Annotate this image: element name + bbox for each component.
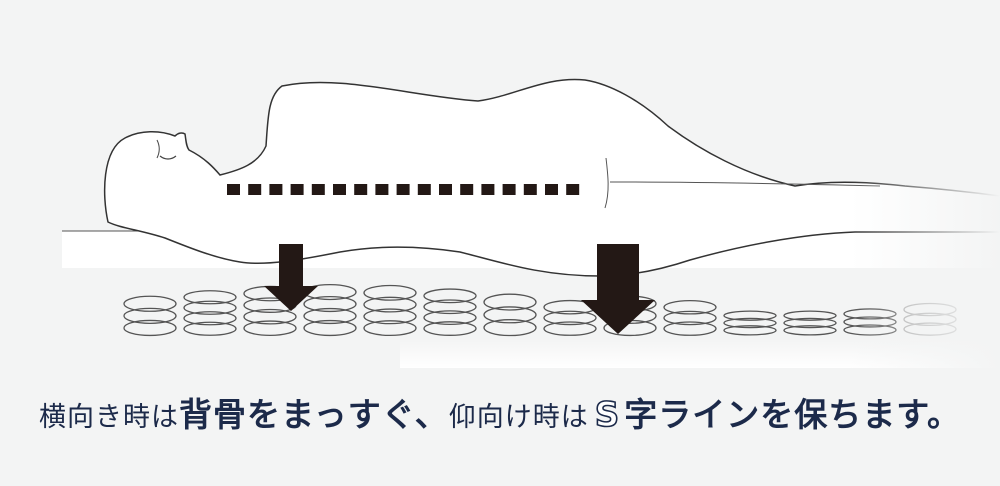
- spine-dash: [269, 184, 283, 195]
- spine-dash: [417, 184, 431, 195]
- coil-spring: [483, 293, 537, 337]
- caption-side-sleeping: 横向き時は: [39, 402, 180, 433]
- spine-dash: [354, 184, 368, 195]
- spine-dash: [545, 184, 558, 195]
- spine-dash: [502, 184, 516, 195]
- spine-dash: [481, 184, 495, 195]
- ear: [156, 139, 160, 159]
- body-silhouette: [103, 78, 1000, 277]
- body-on-mattress-illustration: [62, 78, 1000, 370]
- arm-line: [609, 181, 881, 187]
- caption-back-sleeping: 仰向け時は: [448, 402, 589, 433]
- spine-dash: [566, 184, 580, 195]
- spine-dash: [523, 184, 537, 195]
- coil-spring: [543, 299, 597, 336]
- down-arrow-icon: [264, 244, 318, 311]
- pocket-coil-springs: [123, 283, 957, 337]
- coil-spring: [783, 310, 837, 336]
- spine-dash: [375, 184, 389, 195]
- spine-dash: [248, 184, 262, 195]
- spine-dash: [439, 184, 452, 195]
- down-arrow-icon: [581, 244, 655, 334]
- caption: 横向き時は 背骨をまっすぐ、 仰向け時は S 字ラインを保ちます。: [0, 388, 1000, 448]
- spine-dash: [460, 184, 474, 195]
- coil-spring: [363, 284, 417, 337]
- caption-s-line: 字ラインを保ちます。: [624, 395, 961, 434]
- coil-spring: [303, 283, 357, 337]
- waist-crease: [604, 157, 609, 209]
- shoulder-pressure-arrow: [264, 244, 318, 311]
- coil-spring: [663, 300, 717, 336]
- coil-spring: [423, 288, 477, 336]
- spine-line-dashes: [227, 184, 580, 195]
- caption-straight-spine: 背骨をまっすぐ、: [179, 395, 449, 434]
- s-letter-mark: S: [594, 394, 621, 436]
- coil-spring: [123, 295, 177, 337]
- spine-dash: [227, 184, 240, 195]
- spine-dash: [333, 184, 346, 195]
- hip-pressure-arrow: [581, 244, 655, 334]
- closed-eye: [159, 155, 177, 160]
- coil-spring: [723, 310, 777, 336]
- spine-dash: [311, 184, 325, 195]
- spine-dash: [396, 184, 410, 195]
- coil-spring: [183, 290, 237, 336]
- spine-dash: [290, 184, 304, 195]
